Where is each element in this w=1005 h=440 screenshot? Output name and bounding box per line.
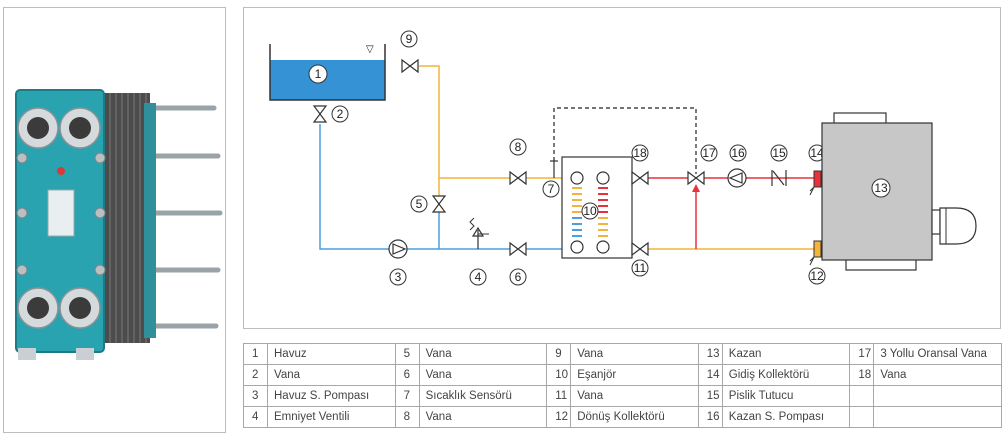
heat-exchanger-10: 10: [561, 156, 633, 259]
legend-number: 9: [546, 343, 572, 365]
legend-number: [849, 406, 875, 428]
legend-label: Vana: [570, 385, 699, 407]
legend-number: 5: [394, 343, 420, 365]
valve-9: 9: [400, 30, 419, 74]
svg-text:6: 6: [515, 270, 522, 284]
svg-text:8: 8: [515, 140, 522, 154]
svg-text:5: 5: [416, 197, 423, 211]
legend-label: Pislik Tutucu: [721, 385, 851, 407]
plate-heat-exchanger-image: [15, 89, 223, 360]
legend-label: Vana: [267, 364, 396, 386]
legend-number: 12: [546, 406, 572, 428]
legend-number: [849, 385, 875, 407]
svg-text:3: 3: [395, 270, 402, 284]
warm-water-pipe: [419, 65, 819, 250]
legend-label: Vana: [418, 364, 548, 386]
legend-label: Vana: [418, 343, 548, 365]
boiler-pump-16: 16: [727, 144, 747, 188]
legend-label: Sıcaklık Sensörü: [418, 385, 548, 407]
svg-text:13: 13: [874, 181, 888, 195]
pool-tank: ▽ 1: [269, 44, 386, 101]
svg-text:18: 18: [633, 146, 647, 160]
safety-valve-4: 4: [469, 217, 489, 286]
svg-text:17: 17: [702, 146, 716, 160]
legend-label: 3 Yollu Oransal Vana: [873, 343, 1002, 365]
svg-text:11: 11: [634, 261, 647, 275]
boiler-13: 13: [821, 112, 977, 271]
legend-number: 1: [243, 343, 268, 365]
legend-number: 16: [697, 406, 723, 428]
valve-5: 5: [410, 195, 447, 213]
svg-text:1: 1: [315, 67, 322, 81]
valve-2: 2: [312, 105, 349, 123]
valve-18: 18: [631, 144, 649, 186]
valve-6: 6: [509, 241, 527, 286]
three-way-valve-17: 17: [687, 144, 718, 186]
return-collector-12: 12: [808, 240, 826, 285]
svg-text:4: 4: [475, 270, 482, 284]
svg-text:7: 7: [548, 182, 555, 196]
valve-11: 11: [631, 241, 649, 277]
legend-number: 3: [243, 385, 268, 407]
legend-number: 14: [697, 364, 723, 386]
legend-label: Kazan S. Pompası: [721, 406, 851, 428]
legend-number: 11: [546, 385, 572, 407]
cold-water-pipe: [319, 124, 570, 250]
legend-label: Kazan: [721, 343, 851, 365]
legend-label: [873, 406, 1002, 428]
legend-label: Vana: [418, 406, 548, 428]
svg-text:14: 14: [810, 146, 824, 160]
legend-number: 6: [394, 364, 420, 386]
product-photo-panel: [3, 7, 226, 433]
pool-pump-3: 3: [388, 239, 408, 286]
svg-text:2: 2: [337, 107, 344, 121]
system-schematic-panel: ▽ 1 2 9 3 5: [243, 7, 1001, 329]
svg-text:16: 16: [731, 146, 745, 160]
legend-label: Emniyet Ventili: [267, 406, 396, 428]
legend-label: Dönüş Kollektörü: [570, 406, 699, 428]
legend-number: 4: [243, 406, 268, 428]
hot-water-pipe: [624, 177, 819, 249]
legend-number: 17: [849, 343, 875, 365]
svg-text:15: 15: [772, 146, 786, 160]
legend-number: 7: [394, 385, 420, 407]
valve-8: 8: [509, 138, 527, 186]
legend-label: Havuz: [267, 343, 396, 365]
svg-text:9: 9: [406, 32, 413, 46]
svg-text:10: 10: [583, 204, 597, 218]
legend-number: 15: [697, 385, 723, 407]
legend-number: 10: [546, 364, 572, 386]
legend-number: 2: [243, 364, 268, 386]
legend-label: Vana: [570, 343, 699, 365]
legend-number: 18: [849, 364, 875, 386]
legend-label: Vana: [873, 364, 1002, 386]
legend-label: Havuz S. Pompası: [267, 385, 396, 407]
temperature-sensor-7: 7: [542, 160, 560, 198]
legend-label: [873, 385, 1002, 407]
strainer-15: 15: [770, 144, 788, 186]
control-signal-line: [553, 107, 697, 174]
legend-number: 8: [394, 406, 420, 428]
legend-label: Gidiş Kollektörü: [721, 364, 851, 386]
legend-number: 13: [697, 343, 723, 365]
water-level-icon: ▽: [366, 44, 374, 55]
legend-label: Eşanjör: [570, 364, 699, 386]
svg-text:12: 12: [810, 269, 824, 283]
system-schematic: ▽ 1 2 9 3 5: [269, 30, 977, 286]
